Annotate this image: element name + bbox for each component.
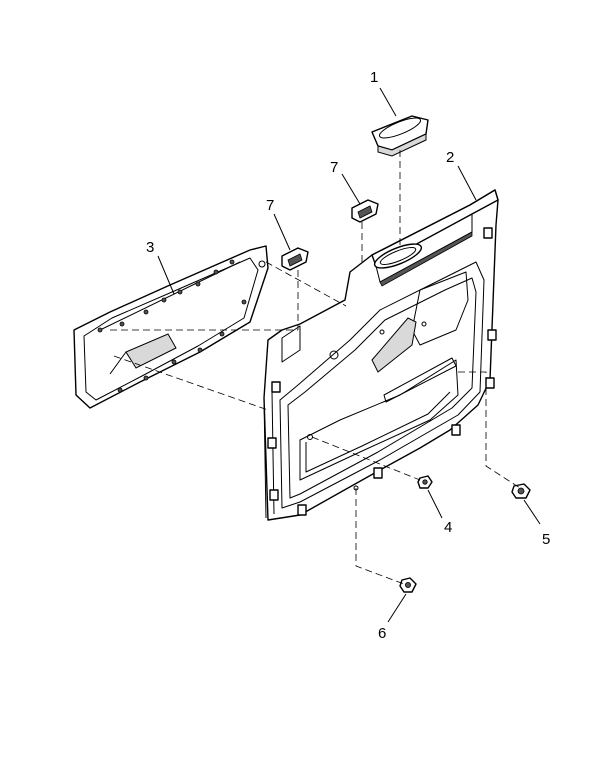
pocket-clips — [97, 259, 247, 393]
callout-7-upper: 7 — [330, 159, 338, 176]
callout-3: 3 — [146, 239, 154, 256]
nut-small — [417, 475, 433, 489]
leader-lines — [157, 87, 541, 623]
callout-4: 4 — [444, 519, 452, 536]
map-pocket-trim — [73, 245, 269, 409]
door-trim-panel — [263, 189, 499, 521]
nut-bottom — [399, 577, 417, 593]
retaining-clip-lower — [281, 247, 309, 271]
assembly-lines — [110, 150, 521, 585]
switch-bezel — [371, 115, 429, 157]
callout-6: 6 — [378, 625, 386, 642]
nut-right — [511, 483, 531, 499]
callout-labels: 1 2 3 4 5 6 7 7 — [146, 69, 550, 642]
callout-7-lower: 7 — [266, 197, 274, 214]
retaining-clip-upper — [351, 199, 379, 223]
callout-1: 1 — [370, 69, 378, 86]
callout-5: 5 — [542, 531, 550, 548]
callout-2: 2 — [446, 149, 454, 166]
